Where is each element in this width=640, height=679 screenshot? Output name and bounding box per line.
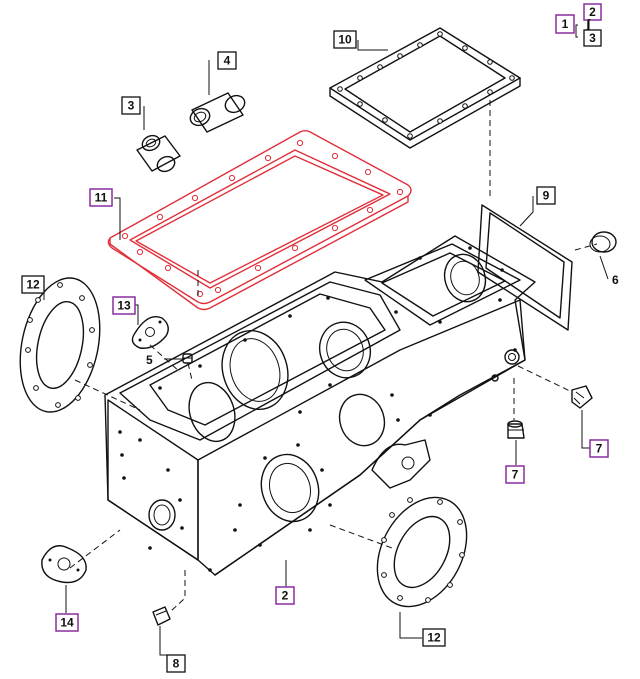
part-4-bushing[interactable] [188, 92, 248, 133]
callout-3-legend[interactable]: 3 [583, 29, 602, 47]
callout-5[interactable]: 5 [146, 353, 153, 367]
housing-bores [148, 253, 487, 531]
callout-7-lower[interactable]: 7 [505, 465, 525, 484]
part-12-gasket-left[interactable] [9, 271, 112, 420]
callout-11[interactable]: 11 [89, 188, 113, 207]
svg-text:14: 14 [60, 616, 74, 630]
svg-text:2: 2 [282, 589, 289, 603]
legend-separator-glyph: ʃ [585, 17, 591, 31]
part-11-housing-gasket[interactable] [107, 130, 412, 311]
callout-7-right[interactable]: 7 [589, 439, 609, 458]
svg-text:13: 13 [117, 299, 131, 313]
part-3-bushing[interactable] [136, 133, 181, 174]
callout-14[interactable]: 14 [55, 613, 79, 632]
part-8-plug[interactable] [152, 606, 171, 626]
svg-text:8: 8 [173, 657, 180, 671]
svg-text:4: 4 [224, 54, 231, 68]
callout-9[interactable]: 9 [536, 186, 556, 205]
svg-text:12: 12 [26, 278, 40, 292]
svg-text:9: 9 [543, 189, 550, 203]
housing-bolt-holes [118, 246, 517, 572]
svg-text:1: 1 [562, 17, 569, 31]
svg-text:11: 11 [95, 191, 108, 205]
part-2-transmission-housing[interactable] [104, 235, 536, 576]
part-12-left-bolt-holes [25, 282, 95, 408]
part-7-drain-plug-right[interactable] [571, 385, 593, 409]
part-10-cover-gasket[interactable] [329, 27, 521, 149]
svg-text:7: 7 [512, 468, 519, 482]
callout-4[interactable]: 4 [217, 51, 237, 70]
assembly-centerlines [69, 100, 598, 613]
callout-10[interactable]: 10 [333, 30, 357, 49]
part-9-side-gasket[interactable] [477, 204, 573, 331]
svg-text:3: 3 [589, 31, 596, 45]
callout-6[interactable]: 6 [612, 273, 619, 287]
svg-text:12: 12 [427, 631, 441, 645]
callout-13[interactable]: 13 [112, 296, 136, 315]
part-13-flange-plate[interactable] [131, 315, 169, 349]
part-11-bolt-holes [121, 139, 404, 298]
part-10-bolt-holes [337, 31, 515, 139]
part-7-drain-plug-lower[interactable] [507, 420, 525, 439]
part-6-plug[interactable] [589, 231, 617, 253]
svg-text:2: 2 [589, 5, 596, 19]
callout-12-right[interactable]: 12 [422, 628, 446, 647]
svg-text:3: 3 [128, 99, 135, 113]
callout-2[interactable]: 2 [275, 586, 295, 605]
callout-12-left[interactable]: 12 [21, 275, 45, 294]
callout-1[interactable]: 1 [555, 14, 575, 34]
svg-text:7: 7 [596, 442, 603, 456]
part-12-gasket-right[interactable] [359, 482, 484, 622]
callout-8[interactable]: 8 [166, 654, 186, 673]
callout-2-legend[interactable]: 2 [583, 3, 602, 21]
part-14-flange-plate[interactable] [41, 545, 87, 584]
svg-text:10: 10 [338, 33, 352, 47]
callout-3[interactable]: 3 [121, 96, 141, 115]
part-12-right-bolt-holes [381, 497, 465, 603]
